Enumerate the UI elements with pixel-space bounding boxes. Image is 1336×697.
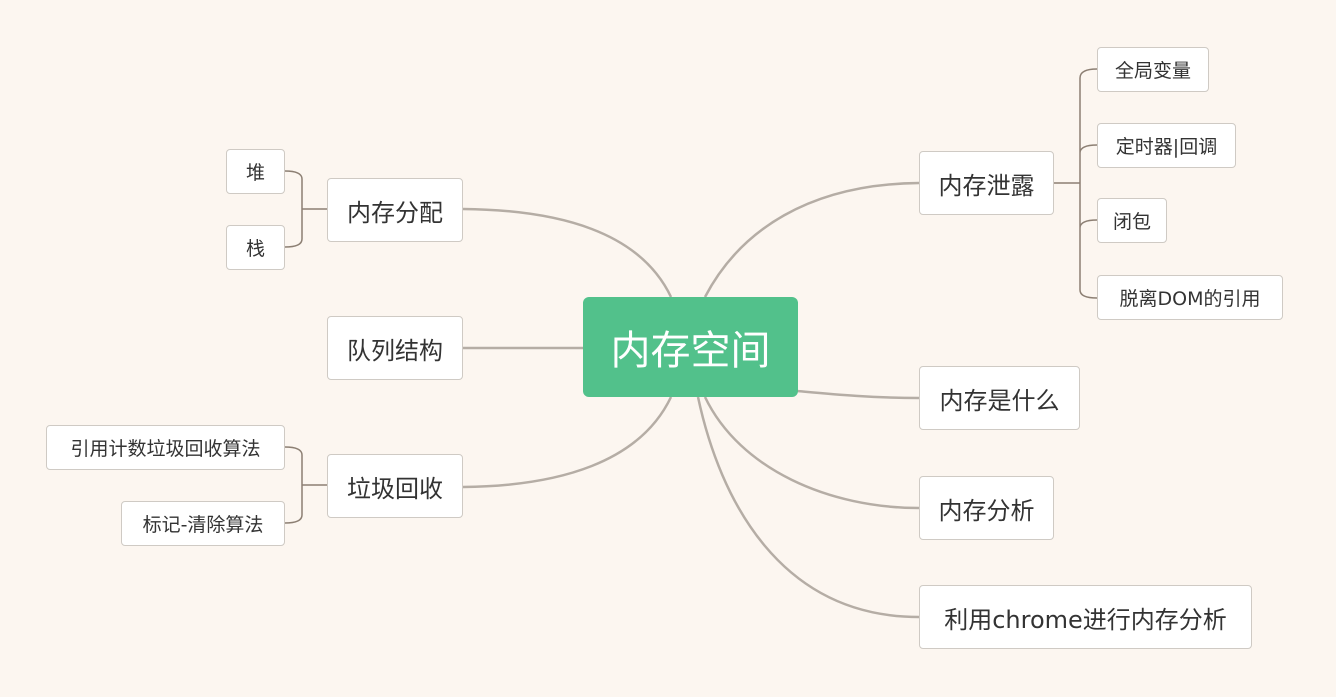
- node-detached-dom[interactable]: 脱离DOM的引用: [1097, 275, 1283, 320]
- node-label: 内存是什么: [939, 386, 1060, 415]
- link-root-leak: [703, 181, 920, 298]
- node-closure[interactable]: 闭包: [1097, 198, 1167, 243]
- node-label: 内存分配: [347, 198, 443, 227]
- node-label: 脱离DOM的引用: [1119, 288, 1261, 310]
- node-label: 垃圾回收: [347, 474, 443, 503]
- link-root-allocation: [462, 207, 673, 298]
- node-queue-structure[interactable]: 队列结构: [327, 316, 463, 380]
- node-label: 内存分析: [938, 496, 1035, 525]
- node-chrome-memory-analysis[interactable]: 利用chrome进行内存分析: [919, 585, 1252, 649]
- node-heap[interactable]: 堆: [226, 149, 285, 194]
- node-label: 内存泄露: [938, 171, 1035, 200]
- link-gc-children: [284, 446, 327, 524]
- node-memory-analysis[interactable]: 内存分析: [919, 476, 1054, 540]
- node-mark-sweep[interactable]: 标记-清除算法: [121, 501, 285, 546]
- node-label: 堆: [245, 162, 265, 184]
- node-label: 定时器|回调: [1115, 136, 1218, 158]
- node-stack[interactable]: 栈: [226, 225, 285, 270]
- node-memory-allocation[interactable]: 内存分配: [327, 178, 463, 242]
- node-label: 栈: [245, 238, 265, 260]
- link-root-what: [796, 389, 920, 400]
- node-memory-leak[interactable]: 内存泄露: [919, 151, 1054, 215]
- link-root-analysis: [703, 396, 920, 510]
- node-global-variables[interactable]: 全局变量: [1097, 47, 1209, 92]
- link-leak-children: [1054, 68, 1098, 299]
- node-garbage-collection[interactable]: 垃圾回收: [327, 454, 463, 518]
- node-timer-callback[interactable]: 定时器|回调: [1097, 123, 1236, 168]
- link-root-chrome: [696, 396, 920, 619]
- node-label: 利用chrome进行内存分析: [944, 605, 1227, 634]
- root-label: 内存空间: [610, 328, 771, 374]
- link-root-gc: [462, 396, 673, 489]
- node-label: 引用计数垃圾回收算法: [70, 438, 261, 460]
- link-allocation-children: [284, 170, 327, 248]
- node-what-is-memory[interactable]: 内存是什么: [919, 366, 1080, 430]
- node-label: 队列结构: [347, 336, 443, 365]
- node-label: 标记-清除算法: [142, 514, 264, 536]
- root-node[interactable]: 内存空间: [583, 297, 798, 397]
- node-reference-counting[interactable]: 引用计数垃圾回收算法: [46, 425, 285, 470]
- node-label: 全局变量: [1114, 60, 1191, 82]
- node-label: 闭包: [1112, 211, 1151, 233]
